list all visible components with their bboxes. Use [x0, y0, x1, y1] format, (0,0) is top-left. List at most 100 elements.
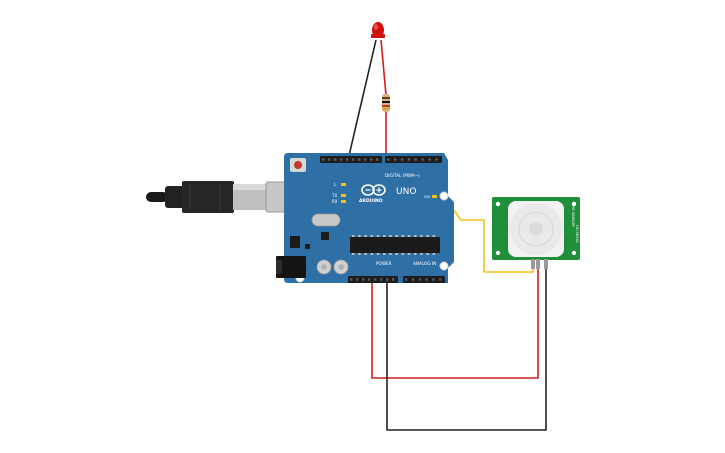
pir-pin-out[interactable] — [531, 259, 535, 269]
on-indicator — [432, 195, 437, 198]
arduino-board[interactable]: DIGITAL (PWM~) L TX RX ARDUINO UNO ON — [276, 153, 454, 283]
on-label: ON — [424, 194, 430, 199]
header-pin[interactable] — [386, 278, 389, 281]
header-pin[interactable] — [340, 158, 343, 161]
header-pin[interactable] — [328, 158, 331, 161]
header-pin[interactable] — [418, 278, 421, 281]
header-pin[interactable] — [350, 278, 353, 281]
chip-leg — [426, 235, 429, 237]
atmega-pins — [352, 235, 436, 255]
power-header[interactable] — [348, 276, 398, 283]
header-pin[interactable] — [334, 158, 337, 161]
wire-led-resistor[interactable] — [380, 39, 387, 96]
header-pin[interactable] — [414, 158, 417, 161]
power-jack[interactable] — [276, 256, 306, 278]
digital-header-label: DIGITAL (PWM~) — [385, 173, 420, 178]
header-pin[interactable] — [322, 158, 325, 161]
analog-header[interactable] — [403, 276, 445, 283]
usb-cable-body — [182, 181, 234, 213]
header-pin[interactable] — [370, 158, 373, 161]
header-pin[interactable] — [358, 158, 361, 161]
chip-leg — [401, 235, 405, 237]
header-pin[interactable] — [352, 158, 355, 161]
usb-cable-boot — [165, 186, 185, 208]
header-pin[interactable] — [380, 278, 383, 281]
chip-leg — [358, 253, 361, 255]
chip-leg — [383, 235, 386, 237]
pir-pin-vcc[interactable] — [536, 259, 540, 269]
power-jack-inner — [276, 260, 282, 274]
header-pin[interactable] — [387, 158, 390, 161]
chip-leg — [389, 235, 392, 237]
pir-mount-hole — [571, 250, 577, 256]
header-pin[interactable] — [411, 278, 415, 281]
chip-leg — [364, 235, 367, 237]
chip-leg — [401, 253, 405, 255]
usb-cable[interactable] — [146, 181, 310, 213]
led-base — [371, 34, 385, 38]
led-highlight — [374, 24, 378, 30]
digital-header-right[interactable] — [385, 156, 442, 163]
header-pin[interactable] — [432, 278, 435, 281]
digital-header-left[interactable] — [320, 156, 382, 163]
pir-mount-hole — [495, 201, 501, 207]
led[interactable] — [371, 22, 385, 38]
mount-hole — [439, 191, 449, 201]
voltage-regulator — [290, 236, 300, 248]
chip-leg — [432, 235, 436, 237]
usb-connector — [233, 184, 267, 210]
header-pin[interactable] — [376, 158, 379, 161]
header-pin[interactable] — [400, 158, 404, 161]
led-tx-label: TX — [331, 193, 337, 198]
pir-mount-hole — [495, 250, 501, 256]
header-pin[interactable] — [405, 278, 408, 281]
resistor-band-3 — [382, 105, 390, 107]
header-pin[interactable] — [364, 158, 367, 161]
header-pin[interactable] — [421, 158, 424, 161]
header-pin[interactable] — [362, 278, 365, 281]
chip-leg — [414, 235, 417, 237]
chip-leg — [395, 235, 398, 237]
wire-led-gnd[interactable] — [347, 39, 377, 161]
wire-pir-gnd[interactable] — [386, 268, 547, 431]
chip-leg — [352, 235, 355, 237]
resistor-band-4 — [382, 108, 390, 110]
pir-mount-hole — [571, 201, 577, 207]
chip-leg — [432, 253, 436, 255]
chip-leg — [383, 253, 386, 255]
resistor[interactable] — [382, 94, 390, 112]
header-pin[interactable] — [439, 278, 442, 281]
led-l-indicator — [341, 183, 346, 186]
pir-lens-ring — [518, 211, 554, 247]
chip-leg — [407, 235, 411, 237]
led-rx-indicator — [341, 200, 346, 203]
small-chip — [305, 244, 310, 249]
reset-button[interactable] — [294, 161, 302, 169]
capacitor — [321, 264, 327, 270]
header-pin[interactable] — [368, 278, 371, 281]
resistor-band-2 — [382, 101, 390, 103]
header-pin[interactable] — [435, 158, 438, 161]
chip-leg — [426, 253, 429, 255]
wire-pir-vcc[interactable] — [371, 268, 539, 379]
header-pin[interactable] — [356, 278, 359, 281]
analog-label: ANALOG IN — [413, 261, 436, 266]
usb-cable-tail — [146, 192, 168, 202]
header-pin[interactable] — [374, 278, 377, 281]
header-pin[interactable] — [392, 278, 395, 281]
chip-leg — [376, 253, 380, 255]
chip-leg — [395, 253, 398, 255]
header-pin[interactable] — [428, 158, 431, 161]
header-pin[interactable] — [393, 158, 397, 161]
usb-connector-shade — [233, 184, 267, 190]
pir-sensor[interactable]: PIR SENSOR HC-SR501 — [492, 197, 580, 269]
mount-hole — [439, 261, 449, 271]
chip-leg — [389, 253, 392, 255]
header-pin[interactable] — [407, 158, 411, 161]
pir-pin-gnd[interactable] — [544, 259, 548, 269]
chip-leg — [352, 253, 355, 255]
header-pin[interactable] — [346, 158, 349, 161]
header-pin[interactable] — [425, 278, 428, 281]
pir-module-text-2: HC-SR501 — [575, 225, 579, 243]
